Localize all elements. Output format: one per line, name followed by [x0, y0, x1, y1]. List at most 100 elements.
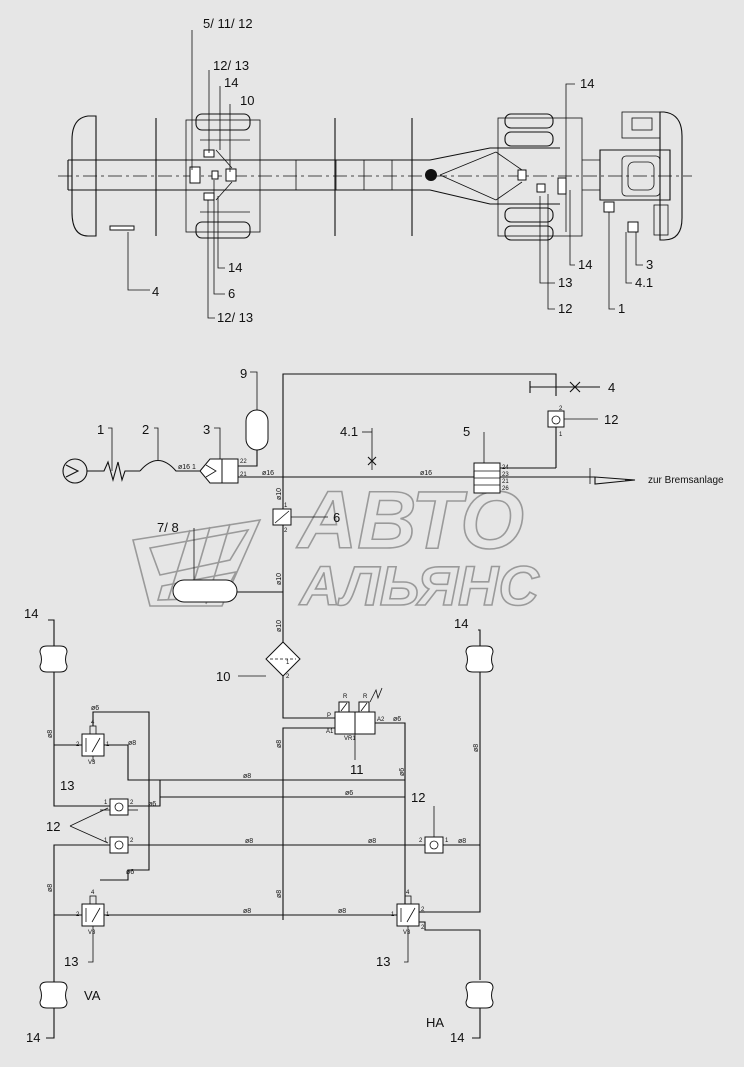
pipe-label: ø8	[368, 838, 376, 845]
chassis-label-14-top-right: 14	[580, 76, 594, 91]
port-label: 2	[286, 674, 290, 680]
port-label: 2	[421, 925, 425, 931]
port-label: 21	[240, 472, 247, 478]
port-label: 4	[91, 720, 95, 726]
chassis-component-12	[557, 177, 567, 195]
component-11-valve-right	[354, 711, 376, 735]
port-label: 21	[502, 479, 509, 485]
port-label: 2	[130, 838, 134, 844]
chassis-label-13: 13	[558, 275, 572, 290]
chassis-label-3: 3	[646, 257, 653, 272]
rear-wheel-4	[504, 225, 554, 241]
air-spring-left-top	[39, 645, 68, 673]
port-label: 1	[104, 838, 108, 844]
port-label: 2	[421, 907, 425, 913]
front-bumper	[71, 115, 97, 237]
port-label: P	[327, 713, 331, 719]
component-13-bottom-left	[81, 903, 105, 927]
port-label: V3	[88, 930, 96, 936]
component-12-left-upper	[109, 798, 129, 816]
rear-frame-flare	[429, 147, 560, 205]
fuel-tank	[621, 111, 661, 139]
pipe-label: ø8	[276, 740, 283, 748]
component-9-reservoir	[245, 409, 269, 451]
air-spring-left-bottom	[39, 981, 68, 1009]
pipe-label: ø10	[276, 620, 283, 632]
component-4-x-mark	[569, 381, 581, 393]
pipe-label: ø8	[243, 908, 251, 915]
label-1: 1	[97, 422, 104, 437]
pipe-label: ø8	[458, 838, 466, 845]
port-label: A2	[377, 717, 385, 723]
port-label: 4	[406, 890, 410, 896]
chassis-label-10: 10	[240, 93, 254, 108]
pipe-label: ø16	[420, 470, 432, 477]
pipe-label: ø6	[126, 869, 134, 876]
kingpin	[425, 169, 437, 181]
chassis-label-14-mid: 14	[228, 260, 242, 275]
port-label: 1	[559, 432, 563, 438]
chassis-label-4-1: 4.1	[635, 275, 653, 290]
port-label: 2	[559, 406, 563, 412]
label-14-bottom-right: 14	[450, 1030, 464, 1045]
label-2: 2	[142, 422, 149, 437]
label-7-8: 7/ 8	[157, 520, 179, 535]
chassis-component-10	[225, 168, 237, 182]
label-va-front-axle: VA	[84, 988, 101, 1003]
chassis-label-12: 12	[558, 301, 572, 316]
pipe-label: ø8	[276, 890, 283, 898]
rear-wheel-2	[504, 131, 554, 147]
label-11: 11	[350, 762, 364, 777]
component-12-right	[424, 836, 444, 854]
port-label: 1	[391, 912, 395, 918]
component-4-1-x-mark	[367, 456, 377, 466]
label-12-top: 12	[604, 412, 618, 427]
pipe-label: ø6	[148, 801, 156, 808]
port-label: 4	[91, 890, 95, 896]
rear-wheel-3	[504, 207, 554, 223]
port-label: V3	[403, 930, 411, 936]
component-12-left-lower	[109, 836, 129, 854]
port-label: 23	[502, 472, 509, 478]
pipe-label: ø8	[47, 730, 54, 738]
port-label: R	[363, 694, 368, 700]
port-label: 2	[76, 742, 80, 748]
chassis-top-view: 5/ 11/ 12 12/ 13 14 10 14 4 14 6 12/ 13 …	[58, 16, 692, 325]
chassis-component-13	[536, 183, 546, 193]
component-1-flex-hose	[87, 460, 140, 483]
chassis-label-14-top-left: 14	[224, 75, 238, 90]
pipe-label: ø8	[47, 884, 54, 892]
chassis-component-3	[627, 221, 639, 233]
label-4: 4	[608, 380, 615, 395]
port-label: VR1	[344, 736, 356, 742]
pipe-label: ø10	[276, 573, 283, 585]
pipe-label: ø6	[345, 790, 353, 797]
engine-block	[599, 149, 671, 201]
port-label: 24	[502, 465, 509, 471]
label-3: 3	[203, 422, 210, 437]
port-label: 1	[284, 503, 288, 509]
rear-bumper	[659, 111, 683, 241]
pipe-label: ø16 1	[178, 464, 196, 471]
front-axle-frame	[185, 119, 261, 233]
label-6: 6	[333, 510, 340, 525]
watermark-line2: АЛЬЯНС	[298, 554, 540, 617]
rear-wheel-1	[504, 113, 554, 129]
chassis-label-12-13-top: 12/ 13	[213, 58, 249, 73]
port-label: 1	[445, 838, 449, 844]
port-label: 22	[240, 459, 247, 465]
chassis-component-4	[109, 225, 135, 231]
port-label: 1	[286, 660, 290, 666]
pipe-label: ø6	[399, 768, 406, 776]
port-label: 2	[130, 800, 134, 806]
label-10: 10	[216, 669, 230, 684]
component-13-bottom-right	[396, 903, 420, 927]
pipe-label: ø10	[276, 488, 283, 500]
port-label: 2	[419, 838, 423, 844]
pipe-label: ø6	[393, 716, 401, 723]
component-3-air-dryer	[199, 458, 223, 484]
component-12-top-check-valve	[547, 410, 565, 428]
label-13-bottom-right: 13	[376, 954, 390, 969]
pipe-label: ø6	[91, 705, 99, 712]
